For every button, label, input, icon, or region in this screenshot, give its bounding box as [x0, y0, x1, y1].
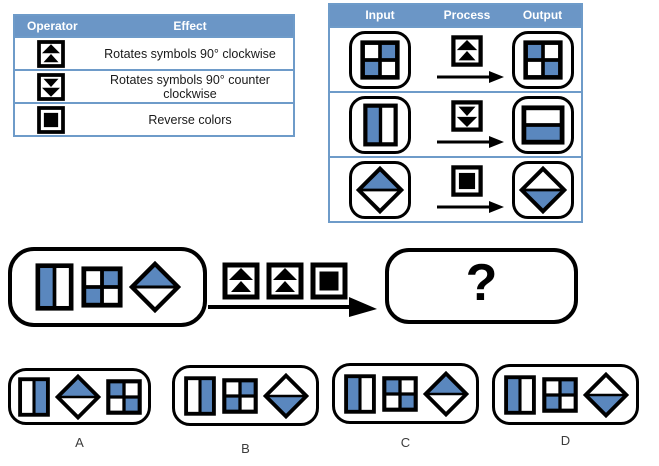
question-mark: ? [465, 254, 498, 312]
process-header-cell: Process [443, 8, 491, 22]
grid-tl-br-shape [381, 375, 418, 412]
example-input-cell [330, 30, 430, 89]
operator-table-header: Operator Effect [15, 16, 293, 36]
vsplit-left-shape [503, 374, 536, 415]
question-arrow-icon [207, 295, 379, 319]
vsplit-right-shape [183, 375, 216, 416]
output-box [511, 95, 574, 154]
effect-text: Rotates symbols 90° clockwise [104, 46, 276, 61]
output-box [511, 160, 574, 219]
diamond-top-shape [422, 370, 469, 417]
example-table: Input Process Output [328, 3, 583, 223]
rotate-ccw-operator-icon [37, 72, 65, 101]
input-box [349, 160, 411, 219]
option-b-label: B [241, 441, 250, 456]
option-a-box[interactable] [8, 368, 151, 425]
operator-legend-table: Operator Effect Rotates symbols 90° cloc… [13, 14, 295, 137]
example-row [330, 156, 581, 221]
diamond-top-shape [129, 261, 181, 313]
example-row [330, 91, 581, 156]
right-arrow-icon [437, 71, 504, 83]
operator-icon-cell [15, 105, 87, 135]
option-a-label: A [75, 435, 84, 450]
reverse-colors-operator-icon [310, 262, 348, 300]
reverse-colors-operator-icon [37, 105, 65, 134]
grid-tl-br-shape [522, 39, 563, 80]
right-arrow-icon [437, 201, 504, 213]
vsplit-right-shape [17, 376, 50, 417]
rotate-cw-operator-icon [451, 35, 483, 67]
rotate-cw-operator-icon [222, 262, 260, 300]
diamond-top-shape [54, 373, 101, 420]
grid-tl-br-shape [105, 378, 142, 415]
rotate-ccw-operator-icon [451, 100, 483, 132]
option-c-label: C [400, 435, 411, 450]
example-input-cell [330, 95, 430, 154]
question-result-box: ? [385, 248, 578, 324]
option-d-box[interactable] [492, 364, 639, 425]
vsplit-left-shape [362, 103, 398, 146]
example-table-body [330, 26, 581, 221]
question-input-box [8, 247, 207, 327]
operator-table-row: Reverse colors [15, 102, 293, 135]
diamond-top-shape [356, 165, 404, 214]
example-input-cell [330, 160, 430, 219]
output-box [511, 30, 574, 89]
input-box [349, 30, 411, 89]
vsplit-left-shape [343, 373, 376, 414]
operator-header-cell: Operator [27, 19, 78, 33]
example-process-cell [430, 99, 504, 150]
grid-tr-bl-shape [360, 39, 400, 80]
question-operators [221, 261, 349, 301]
right-arrow-icon [437, 136, 504, 148]
diamond-bottom-shape [582, 371, 629, 418]
rotate-cw-operator-icon [37, 39, 65, 68]
hsplit-bottom-shape [521, 104, 564, 145]
diamond-bottom-shape [518, 165, 567, 214]
option-c-box[interactable] [332, 363, 479, 424]
option-b-box[interactable] [172, 365, 319, 426]
example-output-cell [504, 160, 581, 219]
grid-tr-bl-shape [81, 266, 123, 308]
effect-text: Reverse colors [148, 112, 232, 127]
example-row [330, 26, 581, 91]
operator-icon-cell [15, 72, 87, 102]
example-output-cell [504, 95, 581, 154]
operator-icon-cell [15, 39, 87, 69]
output-header-cell: Output [522, 8, 563, 22]
grid-tr-bl-shape [221, 377, 258, 414]
example-process-cell [430, 34, 504, 85]
example-process-cell [430, 164, 504, 215]
reverse-colors-operator-icon [451, 165, 483, 197]
option-d-label: D [560, 433, 571, 448]
input-header-cell: Input [365, 8, 395, 22]
right-arrow-icon [208, 297, 377, 317]
effect-header-cell: Effect [173, 19, 207, 33]
grid-tr-bl-shape [541, 376, 578, 413]
diamond-bottom-shape [262, 372, 309, 419]
operator-table-row: Rotates symbols 90° counter clockwise [15, 69, 293, 102]
rotate-cw-operator-icon [266, 262, 304, 300]
example-table-header: Input Process Output [330, 5, 581, 26]
effect-text: Rotates symbols 90° counter clockwise [110, 72, 270, 101]
example-output-cell [504, 30, 581, 89]
operator-table-row: Rotates symbols 90° clockwise [15, 36, 293, 69]
vsplit-left-shape [35, 263, 74, 311]
input-box [349, 95, 411, 154]
